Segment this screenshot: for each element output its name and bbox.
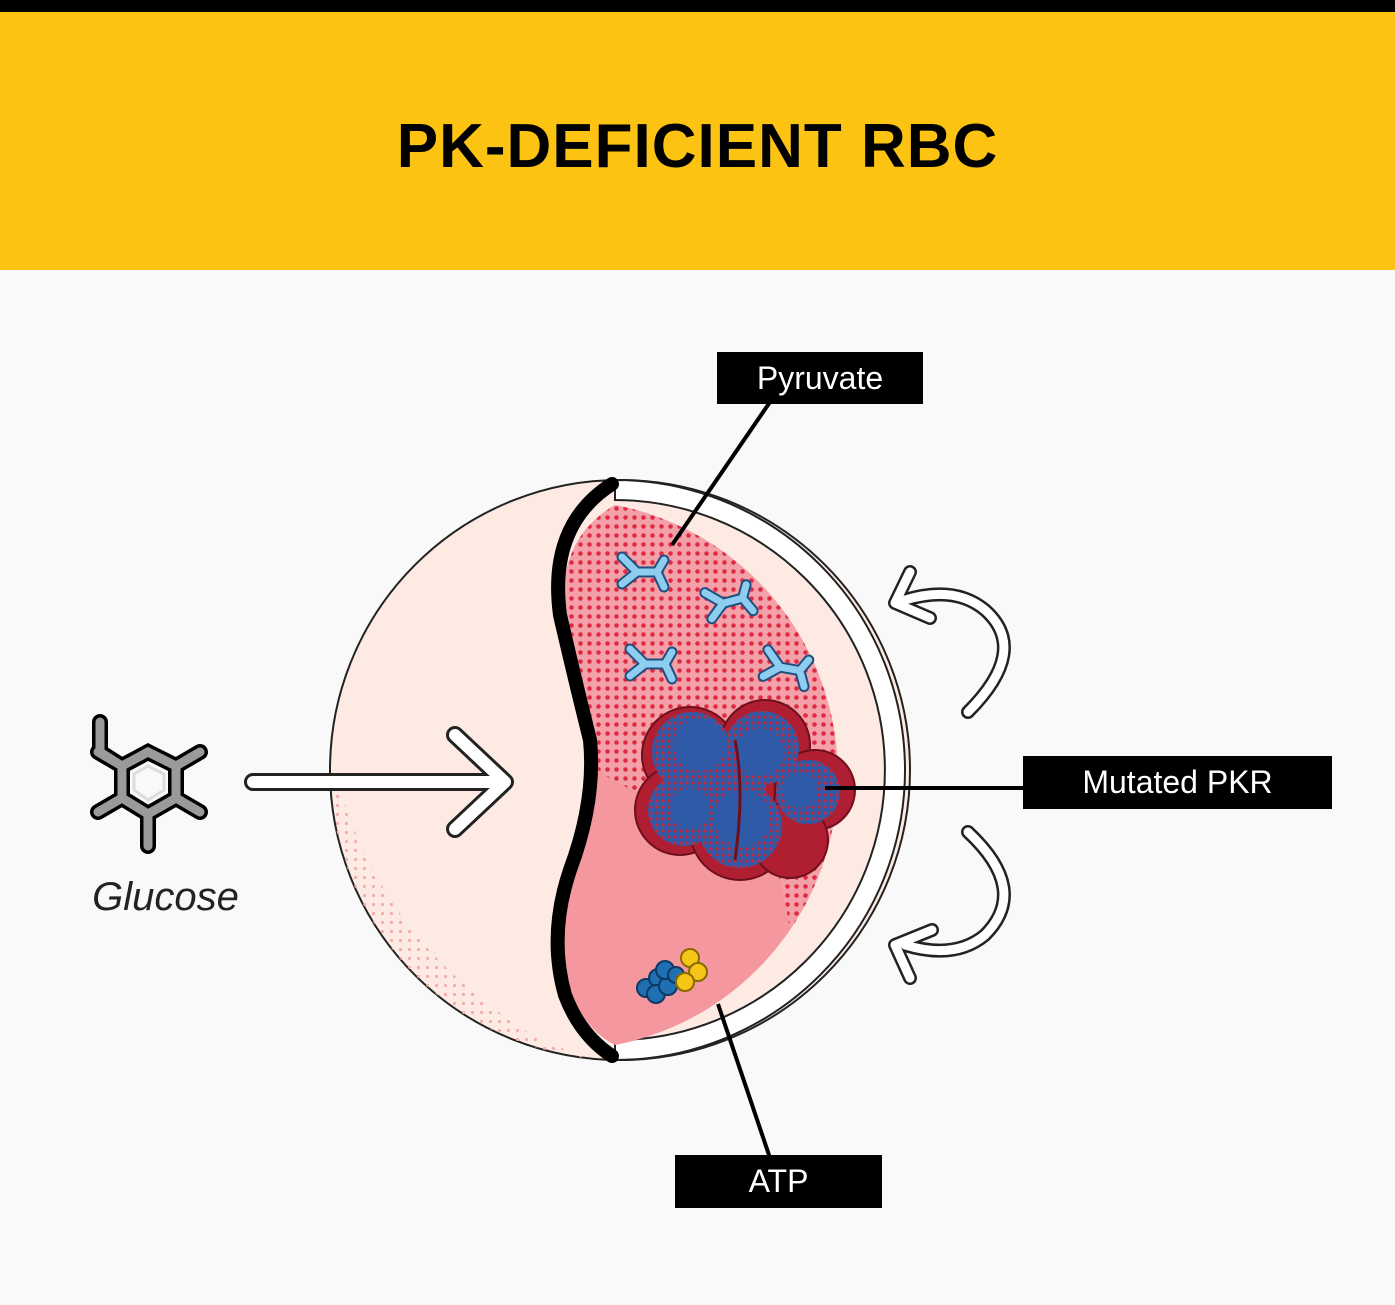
pyruvate-molecules <box>616 551 815 693</box>
pyruvate-molecule-3 <box>624 643 678 685</box>
atp-leader-line <box>716 1003 772 1159</box>
lower-curved-arrow <box>888 825 1011 985</box>
mutated-pkr-protein <box>634 699 856 881</box>
pyruvate-molecule-4 <box>757 644 815 693</box>
pyruvate-label: Pyruvate <box>717 352 923 404</box>
mutated-pkr-label: Mutated PKR <box>1023 756 1332 809</box>
atp-molecule <box>636 948 708 1004</box>
header-banner: PK-DEFICIENT RBC <box>0 12 1395 270</box>
pyruvate-molecule-1 <box>616 551 670 593</box>
top-rule <box>0 0 1395 12</box>
atp-label: ATP <box>675 1155 882 1208</box>
pyruvate-molecule-2 <box>699 579 759 625</box>
glucose-label: Glucose <box>92 875 239 919</box>
glucose-entry-arrow <box>244 726 514 838</box>
pyruvate-leader-line <box>670 400 772 547</box>
upper-curved-arrow <box>888 565 1011 719</box>
glucose-molecule <box>90 714 208 854</box>
page-title: PK-DEFICIENT RBC <box>396 112 999 181</box>
